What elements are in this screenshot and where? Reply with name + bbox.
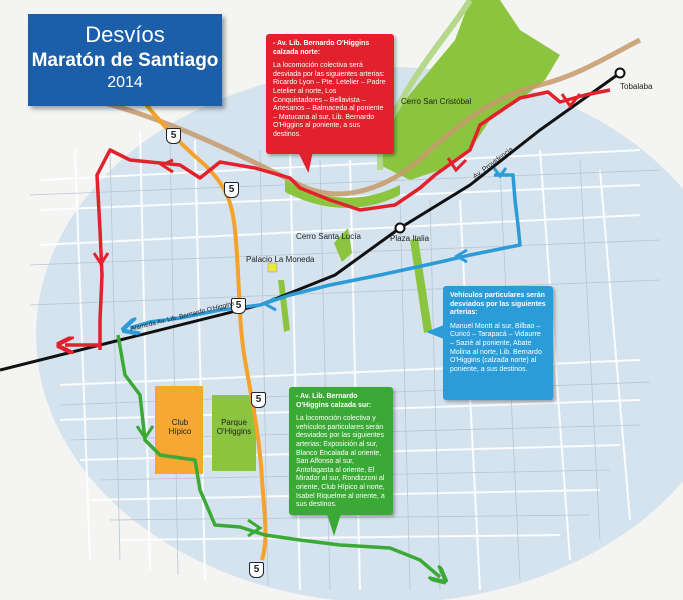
callout-private: Vehículos particulares serán desviados p… (443, 286, 553, 400)
label-cerro-santa-lucia: Cerro Santa Lucía (296, 232, 361, 241)
tobalaba-station (614, 67, 626, 79)
metro-line (0, 71, 621, 372)
green-arrow-1 (135, 425, 155, 441)
label-parque-ohiggins: Parque O'Higgins (216, 418, 252, 436)
callout-north-body: La locomoción colectiva será desviada po… (273, 62, 386, 138)
green-route (116, 334, 440, 577)
callout-south-pointer (327, 514, 341, 536)
blue-arrow-1 (492, 167, 508, 179)
red-arrow-1 (560, 93, 582, 109)
route-5-shield: 5 (251, 392, 266, 408)
callout-south: - Av. Lib. Bernardo O'Higgins calzada su… (289, 387, 393, 515)
callout-private-pointer (426, 325, 444, 339)
label-palacio-la-moneda: Palacio La Moneda (246, 255, 315, 264)
title-line-1: Desvíos (85, 22, 165, 47)
label-club-hipico: Club Hípico (168, 418, 192, 436)
la-moneda-marker (267, 262, 278, 273)
mapocho-river (69, 37, 642, 197)
callout-south-body: La locomoción colectiva y vehículos part… (296, 415, 385, 509)
red-route (95, 88, 611, 350)
riverside-park (285, 180, 400, 208)
park-strip-2 (278, 280, 290, 332)
label-cerro-san-cristobal: Cerro San Cristóbal (401, 97, 472, 106)
blue-arrow-2 (454, 248, 468, 264)
label-tobalaba: Tobalaba (620, 82, 653, 91)
callout-north: - Av. Lib. Bernardo O'Higgins calzada no… (266, 34, 394, 154)
callout-north-heading: - Av. Lib. Bernardo O'Higgins calzada no… (273, 40, 370, 56)
parque-ohiggins-area (212, 395, 256, 471)
title-box: Desvíos Maratón de Santiago 2014 (28, 14, 222, 106)
title-line-3: 2014 (107, 74, 143, 91)
red-arrow-4 (92, 252, 110, 267)
callout-private-body: Manuel Montt al sur, Bilbao – Curicó – T… (450, 322, 542, 373)
cerro-san-cristobal-shape (380, 0, 560, 180)
green-arrow-2 (247, 518, 263, 538)
park-strip (410, 238, 432, 333)
title-line-2: Maratón de Santiago (31, 50, 219, 71)
red-arrow-3 (158, 158, 174, 174)
route-5-shield: 5 (166, 128, 181, 144)
cerro-santa-lucia-shape (334, 228, 352, 262)
route-5-shield: 5 (249, 562, 264, 578)
plaza-italia-station (394, 222, 406, 234)
callout-private-heading: Vehículos particulares serán desviados p… (450, 292, 546, 317)
label-plaza-italia: Plaza Italia (390, 234, 430, 243)
route-5-shield: 5 (231, 298, 246, 314)
blue-route (130, 173, 522, 328)
callout-north-pointer (298, 153, 316, 173)
route-5-shield: 5 (224, 182, 239, 198)
callout-south-heading: - Av. Lib. Bernardo O'Higgins calzada su… (296, 393, 372, 409)
red-arrow-2 (446, 157, 468, 173)
blue-arrow-3 (261, 296, 277, 312)
